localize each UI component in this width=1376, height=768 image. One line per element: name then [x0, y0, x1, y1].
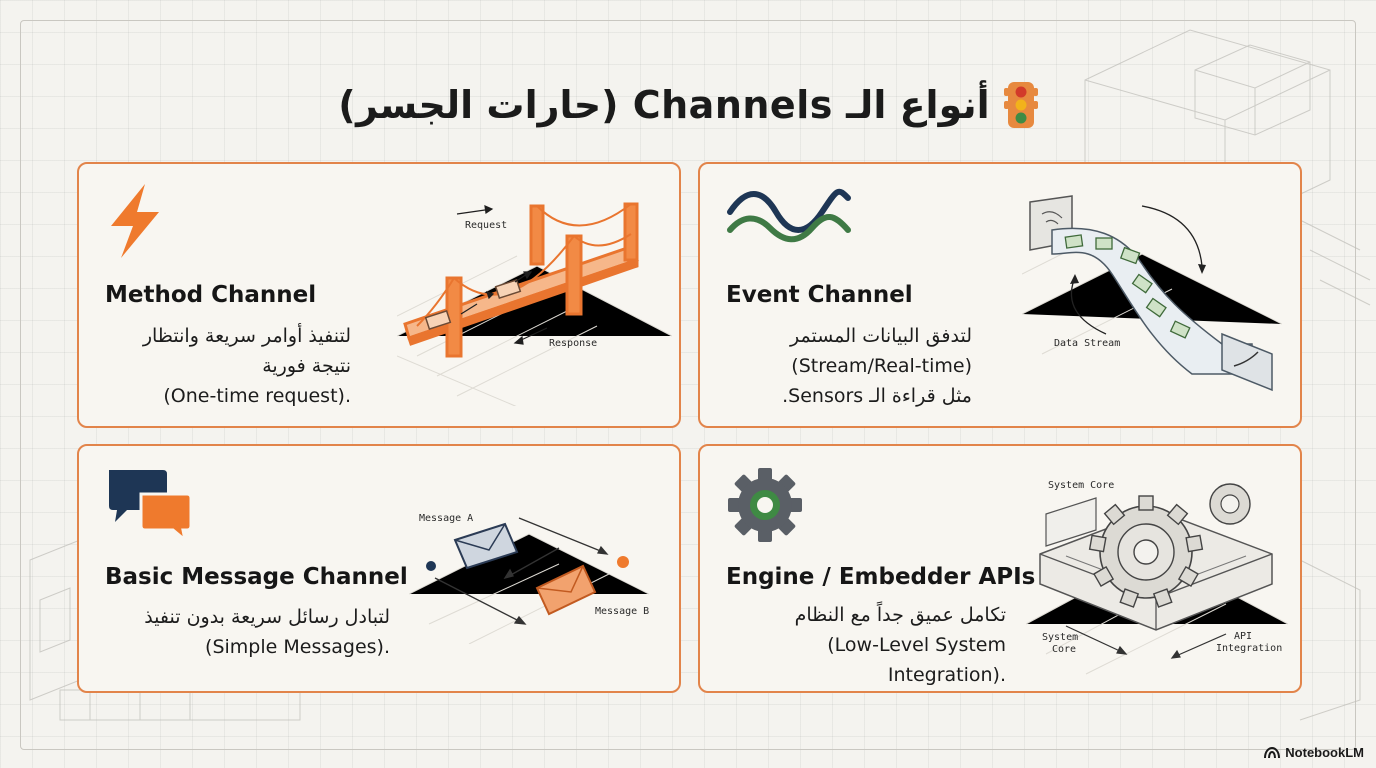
card-title: Event Channel [726, 282, 913, 308]
method-channel-card: Method Channel لتنفيذ أوامر سريعة وانتظا… [77, 162, 681, 428]
desc-line: (Stream/Real-time) [791, 355, 972, 377]
chat-bubbles-icon [109, 470, 193, 542]
engine-gears-illustration: System Core System Core API Integration [1026, 480, 1288, 675]
gear-icon [728, 468, 802, 542]
desc-line: مثل قراءة الـ Sensors. [782, 385, 972, 407]
desc-line: لتبادل رسائل سريعة بدون تنفيذ [144, 606, 390, 628]
api-integration-label-2: Integration [1216, 643, 1282, 654]
message-a-label: Message A [419, 513, 473, 524]
card-description: لتدفق البيانات المستمر (Stream/Real-time… [726, 321, 972, 411]
card-description: لتنفيذ أوامر سريعة وانتظار نتيجة فورية (… [105, 321, 351, 411]
desc-line: (One-time request). [163, 385, 351, 407]
desc-line: تكامل عميق جداً مع النظام [794, 604, 1006, 626]
system-core-left-label-1: System [1042, 632, 1078, 643]
desc-line: نتيجة فورية [262, 355, 351, 377]
wave-icon [727, 188, 851, 243]
title-bar: أنواع الـ Channels (حارات الجسر) [0, 70, 1376, 140]
card-title: Engine / Embedder APIs [726, 564, 1036, 590]
message-exchange-illustration: Message A Message B [409, 513, 649, 644]
data-stream-label: Data Stream [1054, 338, 1120, 349]
card-description: تكامل عميق جداً مع النظام (Low-Level Sys… [726, 600, 1006, 690]
brand-name: NotebookLM [1285, 745, 1364, 760]
page-title: أنواع الـ Channels (حارات الجسر) [338, 83, 990, 127]
data-stream-illustration: Data Stream [1022, 195, 1282, 392]
basic-message-channel-card: Basic Message Channel لتبادل رسائل سريعة… [77, 444, 681, 693]
lightning-bolt-icon [111, 184, 159, 258]
notebooklm-logo-icon [1264, 746, 1281, 758]
desc-line: (Simple Messages). [205, 636, 390, 658]
engine-embedder-card: Engine / Embedder APIs تكامل عميق جداً م… [698, 444, 1302, 693]
message-b-label: Message B [595, 606, 649, 617]
desc-line: لتدفق البيانات المستمر [790, 325, 972, 347]
system-core-top-label: System Core [1048, 480, 1114, 491]
desc-line: (Low-Level System Integration). [827, 634, 1006, 686]
request-label: Request [465, 220, 507, 231]
desc-line: لتنفيذ أوامر سريعة وانتظار [142, 325, 351, 347]
card-title: Basic Message Channel [105, 564, 408, 590]
traffic-light-icon [1003, 82, 1038, 128]
card-title: Method Channel [105, 282, 317, 308]
brand-watermark: NotebookLM [1264, 745, 1364, 760]
api-integration-label-1: API [1234, 631, 1252, 642]
bridge-illustration: Request Response [397, 202, 672, 406]
event-channel-card: Event Channel لتدفق البيانات المستمر (St… [698, 162, 1302, 428]
system-core-left-label-2: Core [1052, 644, 1076, 655]
response-label: Response [549, 338, 597, 349]
card-description: لتبادل رسائل سريعة بدون تنفيذ (Simple Me… [105, 602, 390, 662]
